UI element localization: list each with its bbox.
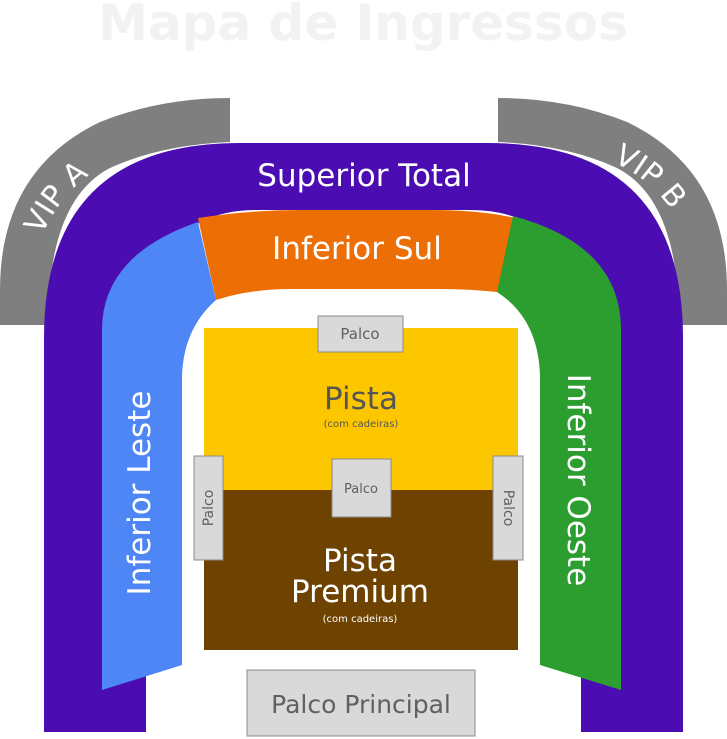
stage-right-label: Palco <box>500 490 516 527</box>
section-inferior-sul[interactable]: Inferior Sul <box>198 210 515 300</box>
pista-label: Pista <box>324 381 398 417</box>
inferior-leste-shape[interactable] <box>102 222 216 690</box>
inferior-sul-label: Inferior Sul <box>272 231 442 267</box>
pista-sublabel: (com cadeiras) <box>324 419 399 430</box>
stage-right[interactable]: Palco <box>492 455 524 561</box>
stage-principal-label: Palco Principal <box>271 690 451 719</box>
stage-principal-box[interactable] <box>246 669 476 737</box>
stage-left[interactable]: Palco <box>193 455 224 561</box>
superior-total-label: Superior Total <box>257 158 470 194</box>
stage-top-label: Palco <box>340 325 379 343</box>
page-title: Mapa de Ingressos <box>98 0 628 52</box>
inferior-leste-label: Inferior Leste <box>122 391 158 596</box>
vip-a-shape[interactable] <box>0 98 230 325</box>
section-inferior-oeste[interactable]: Inferior Oeste <box>497 216 621 690</box>
stage-top-box[interactable] <box>317 315 404 353</box>
stage-top[interactable]: Palco <box>317 315 404 353</box>
pista-premium-label-line2: Premium <box>291 574 429 610</box>
section-inferior-leste[interactable]: Inferior Leste <box>102 222 216 690</box>
stage-right-box[interactable] <box>492 455 524 561</box>
pista-premium-label-line1: Pista <box>323 543 397 579</box>
inferior-oeste-shape[interactable] <box>497 216 621 690</box>
inferior-sul-shape[interactable] <box>198 210 515 300</box>
stage-center-box[interactable] <box>331 458 392 518</box>
stage-principal[interactable]: Palco Principal <box>246 669 476 737</box>
vip-b-shape[interactable] <box>498 98 727 325</box>
stage-center[interactable]: Palco <box>331 458 392 518</box>
pista-premium-sublabel: (com cadeiras) <box>323 614 398 625</box>
inferior-oeste-label: Inferior Oeste <box>560 374 596 587</box>
stage-left-label: Palco <box>201 490 217 527</box>
stage-center-label: Palco <box>344 482 378 497</box>
stage-left-box[interactable] <box>193 455 224 561</box>
